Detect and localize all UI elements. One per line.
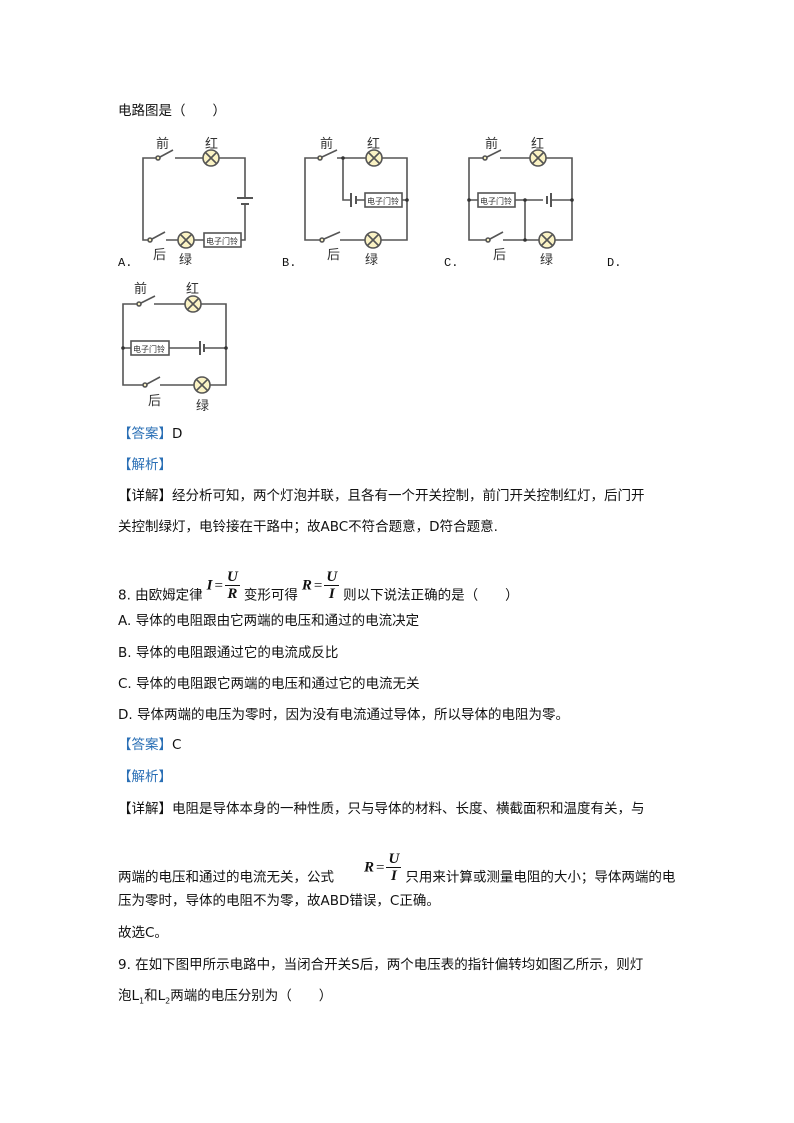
svg-text:红: 红 (205, 136, 218, 152)
q9-stem-2: 泡L1和L2两端的电压分别为（ ） (118, 988, 333, 1006)
detail-text: 电阻是导体本身的一种性质，只与导体的材料、长度、横截面积和温度有关，与 (172, 801, 645, 817)
green-lamp-icon (177, 231, 195, 249)
q8-answer: 【答案】C (118, 736, 181, 754)
svg-text:前: 前 (156, 136, 169, 152)
detail-text: 经分析可知，两个灯泡并联，且各有一个开关控制，前门开关控制红灯，后门开 (172, 488, 645, 504)
stem-prefix: 8. 由欧姆定律 (118, 587, 203, 604)
svg-text:红: 红 (367, 136, 380, 152)
red-lamp-icon (365, 149, 383, 167)
stem-mid: 变形可得 (243, 587, 298, 604)
svg-text:前: 前 (485, 136, 498, 152)
svg-text:红: 红 (186, 281, 199, 297)
q7-answer: 【答案】D (118, 425, 182, 443)
svg-text:电子门铃: 电子门铃 (480, 196, 512, 206)
circuit-diagrams: 前 红 后 绿 电子门铃 前 红 后 绿 电子门铃 (121, 136, 574, 414)
q7-stem-tail: 电路图是（ ） (118, 103, 226, 119)
q8-conclusion: 故选C。 (118, 925, 168, 941)
svg-text:绿: 绿 (196, 399, 209, 414)
battery-icon (546, 193, 552, 207)
q8-detail-3: 压为零时，导体的电阻不为零，故ABD错误，C正确。 (118, 893, 440, 909)
svg-text:后: 后 (493, 248, 506, 263)
green-lamp-icon (193, 376, 211, 394)
detail-label: 【详解】 (118, 488, 172, 504)
option-b-label[interactable]: B. (282, 256, 297, 270)
circuit-b: 前 红 后 绿 电子门铃 (304, 136, 409, 268)
doorbell-box (203, 232, 242, 248)
stem-suffix: 则以下说法正确的是（ ） (343, 587, 519, 604)
option-d-label[interactable]: D. (607, 256, 622, 270)
green-lamp-icon (538, 231, 556, 249)
battery-icon (199, 341, 205, 355)
q7-detail-1: 【详解】经分析可知，两个灯泡并联，且各有一个开关控制，前门开关控制红灯，后门开 (118, 487, 645, 505)
q8-option-c[interactable]: C. 导体的电阻跟它两端的电压和通过它的电流无关 (118, 676, 420, 692)
answer-label: 【答案】 (118, 737, 172, 753)
circuit-d: 前 红 后 绿 电子门铃 (121, 281, 228, 414)
green-lamp-icon (364, 231, 382, 249)
svg-text:电子门铃: 电子门铃 (206, 236, 238, 246)
red-lamp-icon (202, 149, 220, 167)
red-lamp-icon (529, 149, 547, 167)
doorbell-box (130, 340, 170, 356)
q8-option-d[interactable]: D. 导体两端的电压为零时，因为没有电流通过导体，所以导体的电阻为零。 (118, 707, 569, 723)
svg-text:绿: 绿 (179, 253, 192, 268)
option-c-label[interactable]: C. (444, 256, 459, 270)
svg-text:前: 前 (320, 136, 333, 152)
circuit-a: 前 红 后 绿 电子门铃 (142, 136, 253, 268)
q7-detail-2: 关控制绿灯，电铃接在干路中；故ABC不符合题意，D符合题意. (118, 519, 498, 535)
battery-icon (350, 193, 357, 207)
doorbell-box (364, 192, 403, 208)
option-a-label[interactable]: A. (118, 256, 133, 270)
detail-label: 【详解】 (118, 801, 172, 817)
q8-analysis-label: 【解析】 (118, 769, 172, 785)
circuit-c: 前 红 后 绿 电子门铃 (467, 136, 574, 268)
svg-text:后: 后 (327, 248, 340, 263)
answer-value: D (172, 426, 183, 442)
doorbell-box (477, 192, 516, 208)
q9-stem-1: 9. 在如下图甲所示电路中，当闭合开关S后，两个电压表的指针偏转均如图乙所示，则… (118, 957, 644, 973)
svg-text:电子门铃: 电子门铃 (133, 344, 165, 354)
q7-analysis-label: 【解析】 (118, 457, 172, 473)
svg-text:电子门铃: 电子门铃 (367, 196, 399, 206)
svg-text:红: 红 (531, 136, 544, 152)
answer-value: C (172, 737, 182, 753)
svg-text:绿: 绿 (540, 253, 553, 268)
svg-text:绿: 绿 (365, 253, 378, 268)
q8-option-a[interactable]: A. 导体的电阻跟由它两端的电压和通过的电流决定 (118, 613, 420, 629)
svg-text:后: 后 (148, 394, 161, 409)
battery-icon (237, 197, 253, 205)
q8-option-b[interactable]: B. 导体的电阻跟通过它的电流成反比 (118, 645, 339, 661)
red-lamp-icon (184, 295, 202, 313)
answer-label: 【答案】 (118, 426, 172, 442)
svg-text:后: 后 (153, 248, 166, 263)
svg-text:前: 前 (134, 281, 147, 297)
q8-detail-1: 【详解】电阻是导体本身的一种性质，只与导体的材料、长度、横截面积和温度有关，与 (118, 800, 645, 818)
